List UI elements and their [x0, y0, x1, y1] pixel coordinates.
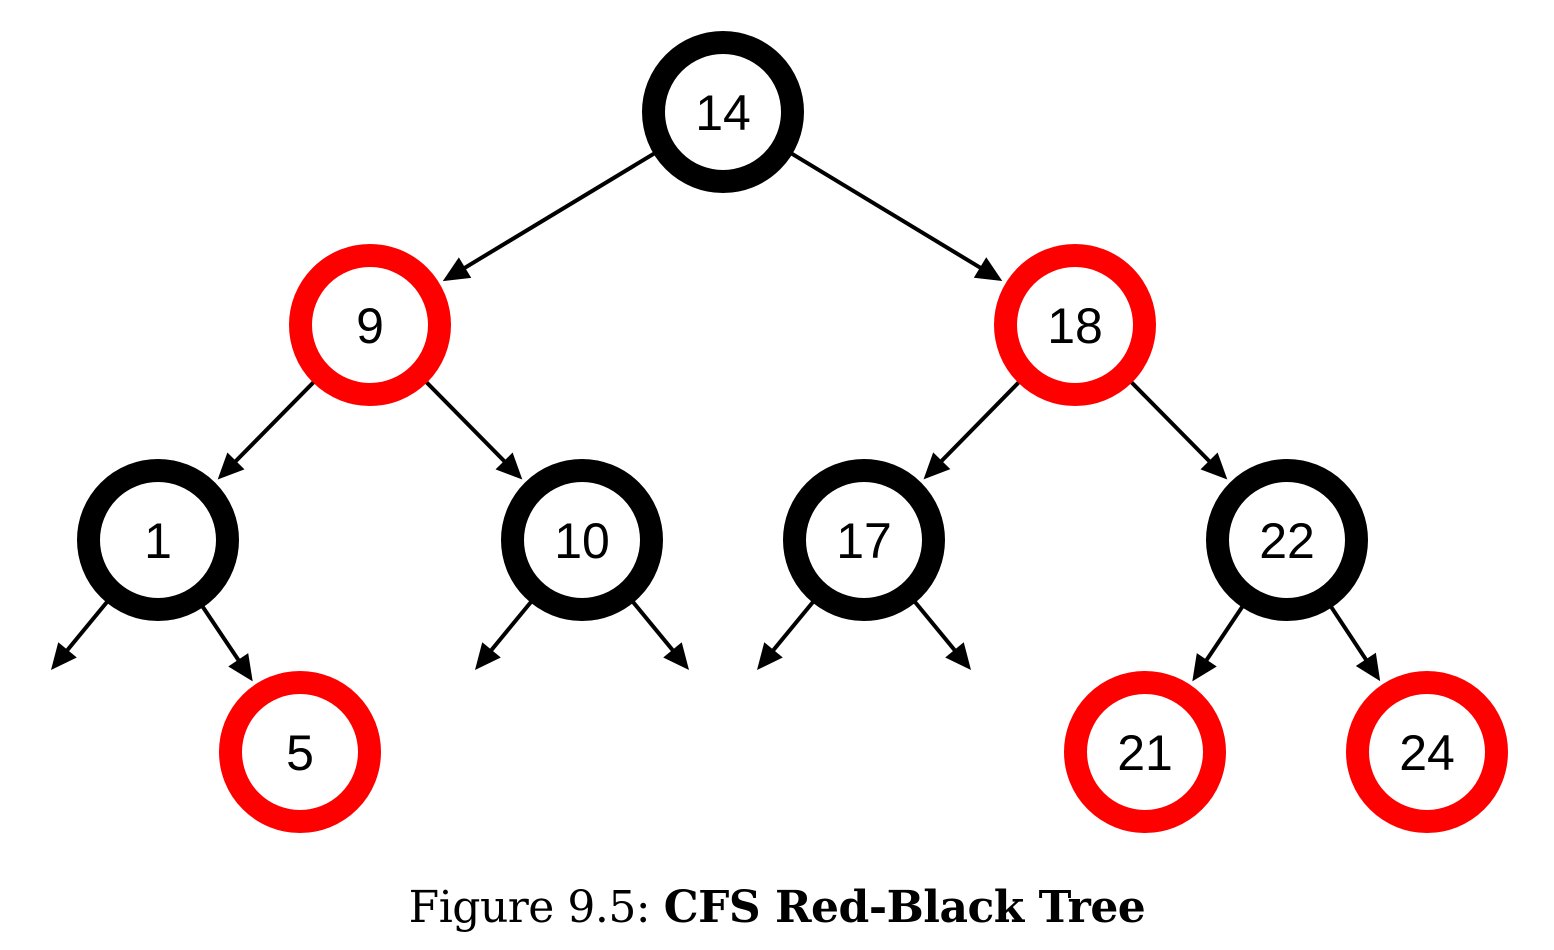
black-node-ring	[77, 459, 239, 621]
nil-pointer-10-right	[630, 599, 680, 658]
tree-node-22: 22	[1206, 459, 1368, 621]
tree-node-9: 9	[289, 244, 451, 406]
edge-22-to-24	[1328, 604, 1372, 668]
edge-14-to-18	[789, 151, 988, 274]
figure-caption: Figure 9.5: CFS Red-Black Tree	[0, 878, 1554, 938]
nil-pointer-1-left	[60, 599, 110, 658]
nil-pointer-17-left	[766, 599, 816, 658]
caption-prefix: Figure 9.5:	[408, 882, 651, 933]
node-label: 17	[836, 513, 892, 569]
tree-node-10: 10	[501, 459, 663, 621]
tree-node-1: 1	[77, 459, 239, 621]
edge-9-to-1	[228, 379, 316, 469]
tree-node-24: 24	[1346, 671, 1508, 833]
tree-node-18: 18	[994, 244, 1156, 406]
tree-node-5: 5	[219, 671, 381, 833]
arrowhead-icon	[1200, 452, 1228, 480]
red-node-ring	[289, 244, 451, 406]
black-node-ring	[783, 459, 945, 621]
node-label: 14	[695, 85, 751, 141]
edge-22-to-21	[1200, 604, 1245, 668]
arrowhead-icon	[1192, 653, 1217, 682]
edge-18-to-17	[934, 379, 1022, 468]
node-label: 1	[144, 513, 172, 569]
arrowhead-icon	[973, 257, 1003, 281]
edge-9-to-10	[424, 379, 512, 469]
node-label: 9	[356, 298, 384, 354]
node-label: 10	[554, 513, 610, 569]
caption-title: CFS Red-Black Tree	[663, 882, 1146, 933]
red-node-ring	[1064, 671, 1226, 833]
edge-1-to-5	[200, 604, 245, 668]
black-node-ring	[1206, 459, 1368, 621]
tree-node-14: 14	[642, 31, 804, 193]
edge-14-to-9	[457, 151, 657, 274]
red-node-ring	[219, 671, 381, 833]
arrowhead-icon	[945, 642, 971, 670]
arrowhead-icon	[757, 642, 783, 670]
arrowhead-icon	[228, 653, 253, 682]
node-label: 22	[1259, 513, 1315, 569]
arrowhead-icon	[663, 642, 689, 670]
arrowhead-icon	[923, 452, 951, 480]
arrowhead-icon	[475, 642, 501, 670]
edge-18-to-22	[1129, 379, 1217, 469]
arrowhead-icon	[1355, 652, 1381, 682]
red-node-ring	[1346, 671, 1508, 833]
node-label: 18	[1047, 298, 1103, 354]
edges	[51, 151, 1381, 682]
tree-node-17: 17	[783, 459, 945, 621]
red-node-ring	[994, 244, 1156, 406]
tree-node-21: 21	[1064, 671, 1226, 833]
red-black-tree-diagram: 14 9 18 1 10 17 22 5 21 24	[51, 31, 1508, 833]
arrowhead-icon	[217, 452, 245, 480]
black-node-ring	[501, 459, 663, 621]
arrowhead-icon	[442, 257, 472, 282]
black-node-ring	[642, 31, 804, 193]
nodes: 14 9 18 1 10 17 22 5 21 24	[77, 31, 1508, 833]
nil-pointer-10-left	[484, 599, 534, 658]
arrowhead-icon	[495, 452, 523, 480]
nil-pointer-17-right	[912, 599, 962, 658]
node-label: 21	[1117, 725, 1173, 781]
node-label: 24	[1399, 725, 1455, 781]
node-label: 5	[286, 725, 314, 781]
arrowhead-icon	[51, 642, 77, 670]
